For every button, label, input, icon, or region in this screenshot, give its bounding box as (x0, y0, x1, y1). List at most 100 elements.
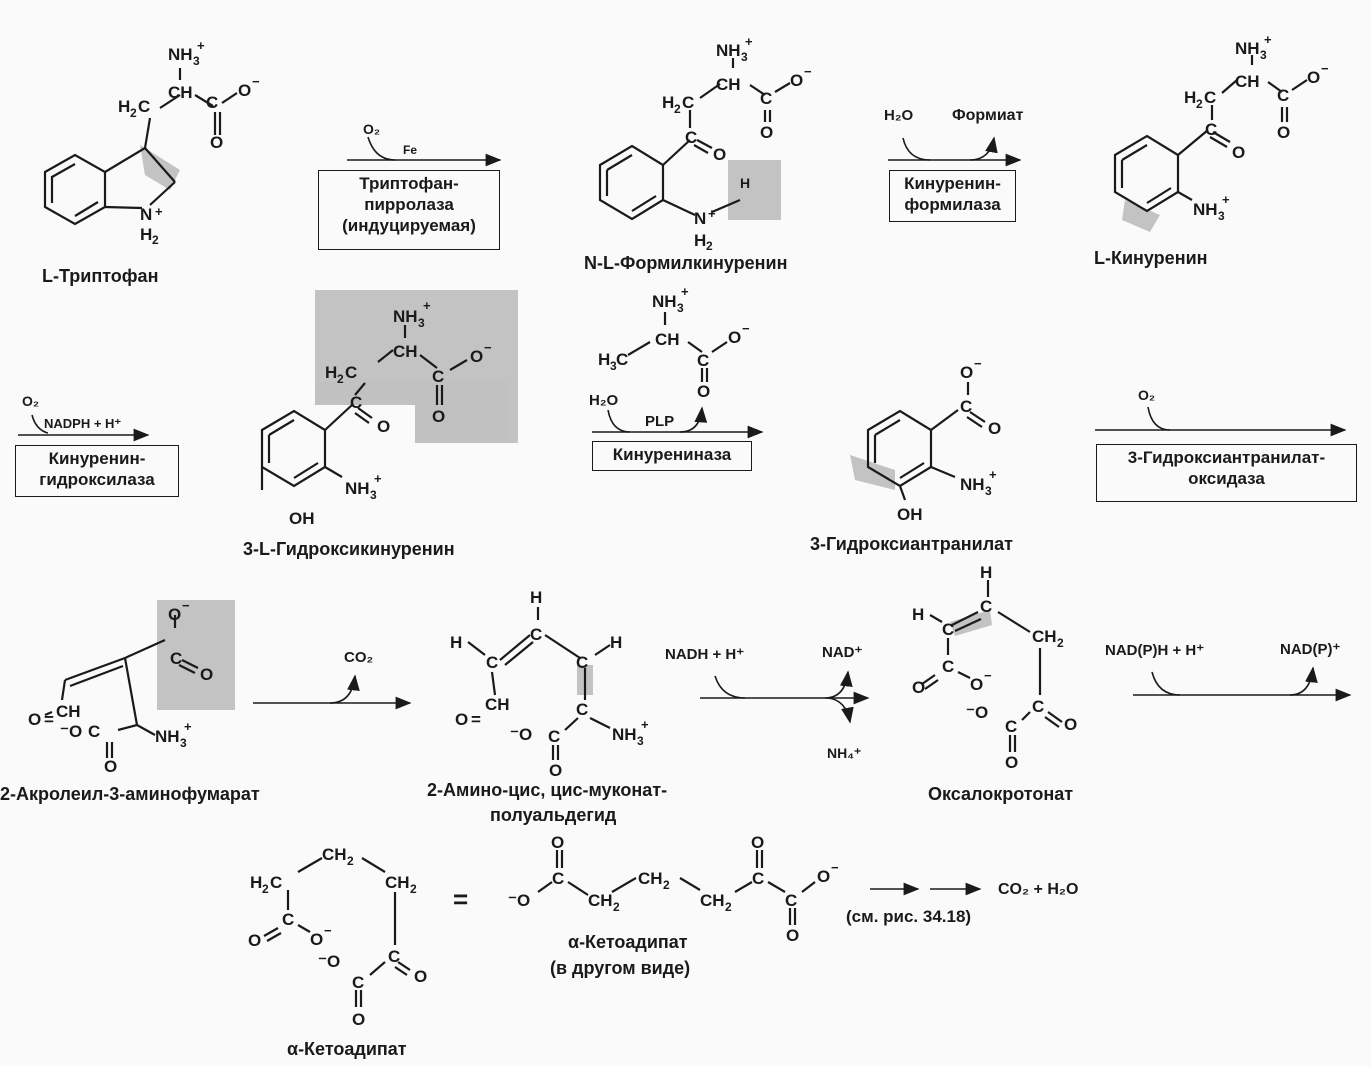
svg-text:O: O (1307, 68, 1320, 87)
svg-text:O: O (760, 123, 773, 142)
svg-text:O: O (104, 757, 117, 776)
svg-text:N: N (140, 205, 152, 224)
o2-label-c: O₂ (1138, 387, 1155, 403)
enzyme-1-line-3: (индуцируемая) (342, 216, 476, 235)
hydroxyanthranilate-label: 3-Гидроксиантранилат (810, 534, 1013, 554)
svg-text:CH: CH (56, 702, 81, 721)
svg-text:O: O (238, 81, 251, 100)
svg-text:CH: CH (1032, 627, 1057, 646)
svg-text:O: O (790, 71, 803, 90)
nadph-label: NADPH + H⁺ (44, 416, 121, 431)
svg-text:O: O (414, 967, 427, 986)
h2o-label-a: H₂O (884, 107, 913, 124)
svg-text:C: C (697, 351, 709, 370)
svg-text:+: + (423, 298, 431, 313)
muconate-label-1: 2-Амино-цис, цис-муконат- (427, 780, 667, 800)
arrow-step-8 (1133, 666, 1352, 702)
ketoadipate-alt-label-2: (в другом виде) (550, 958, 690, 978)
svg-text:CH: CH (716, 75, 741, 94)
oxalocrotonate-structure (921, 580, 1063, 752)
arrow-step-7 (700, 670, 870, 724)
svg-text:+: + (745, 34, 753, 49)
formylkynurenine-structure (598, 58, 791, 221)
svg-text:H: H (450, 633, 462, 652)
fe-label: Fe (403, 143, 417, 157)
svg-text:H: H (740, 175, 750, 191)
tryptophan-label: L-Триптофан (42, 266, 158, 286)
svg-text:−: − (804, 64, 812, 79)
svg-text:NH: NH (1235, 39, 1260, 58)
svg-text:⁻O: ⁻O (966, 703, 988, 722)
co2-label-a: CO₂ (344, 649, 373, 666)
arrow-step-3 (18, 414, 150, 442)
svg-text:OH: OH (897, 505, 923, 524)
svg-text:NH: NH (652, 292, 677, 311)
svg-text:+: + (989, 467, 997, 482)
arrow-step-5 (1095, 406, 1347, 437)
svg-text:3: 3 (1218, 209, 1225, 223)
svg-text:NH: NH (716, 41, 741, 60)
svg-text:H: H (118, 97, 130, 116)
svg-text:3: 3 (610, 359, 617, 373)
hydroxyanthranilate-structure (866, 382, 986, 501)
svg-text:O: O (713, 145, 726, 164)
svg-text:C: C (352, 973, 364, 992)
equals-sign: = (453, 884, 468, 914)
formate-label: Формиат (952, 107, 1024, 124)
svg-text:O: O (551, 833, 564, 852)
svg-text:3: 3 (180, 736, 187, 750)
svg-text:O: O (786, 926, 799, 945)
svg-text:OH: OH (289, 509, 315, 528)
svg-text:C: C (138, 97, 150, 116)
enzyme-4-line-1: Кинурениназа (612, 445, 732, 464)
nh4-label: NH₄⁺ (827, 745, 861, 761)
enzyme-3-line-2: гидроксилаза (39, 470, 155, 489)
svg-text:+: + (374, 471, 382, 486)
svg-text:−: − (324, 923, 332, 938)
svg-text:O: O (1064, 715, 1077, 734)
svg-text:C: C (760, 89, 772, 108)
nadph2-label: NAD(P)H + H⁺ (1105, 642, 1204, 659)
svg-text:C: C (170, 649, 182, 668)
svg-text:O: O (970, 675, 983, 694)
h2o-label-b: H₂O (589, 392, 618, 409)
svg-text:O: O (549, 761, 562, 780)
svg-text:O: O (210, 133, 223, 152)
highlight-acroleyl-carboxyl (157, 600, 235, 710)
svg-text:O: O (470, 347, 483, 366)
svg-text:CH: CH (638, 869, 663, 888)
svg-text:2: 2 (152, 233, 159, 247)
final-products-label: CO₂ + H₂O (998, 881, 1078, 898)
svg-text:C: C (576, 700, 588, 719)
svg-text:C: C (1204, 88, 1216, 107)
enzyme-kynurenine-formylase: Кинуренин- формилаза (889, 170, 1016, 222)
svg-text:C: C (576, 653, 588, 672)
svg-text:CH: CH (1235, 72, 1260, 91)
svg-text:O: O (728, 328, 741, 347)
svg-text:O: O (168, 605, 181, 624)
ketoadipate-linear-structure (537, 850, 816, 925)
enzyme-kynurenine-hydroxylase: Кинуренин- гидроксилаза (15, 445, 179, 497)
highlight-kynurenine-bond (1122, 200, 1160, 232)
svg-text:−: − (484, 340, 492, 355)
svg-text:2: 2 (706, 239, 713, 253)
svg-text:2: 2 (725, 900, 732, 914)
svg-text:C: C (960, 397, 972, 416)
tryptophan-structure (43, 68, 238, 226)
nad-label: NAD⁺ (822, 644, 862, 661)
svg-text:H: H (598, 350, 610, 369)
svg-text:3: 3 (741, 50, 748, 64)
svg-text:C: C (752, 869, 764, 888)
svg-text:CH: CH (385, 873, 410, 892)
svg-text:C: C (388, 947, 400, 966)
svg-text:O: O (817, 867, 830, 886)
